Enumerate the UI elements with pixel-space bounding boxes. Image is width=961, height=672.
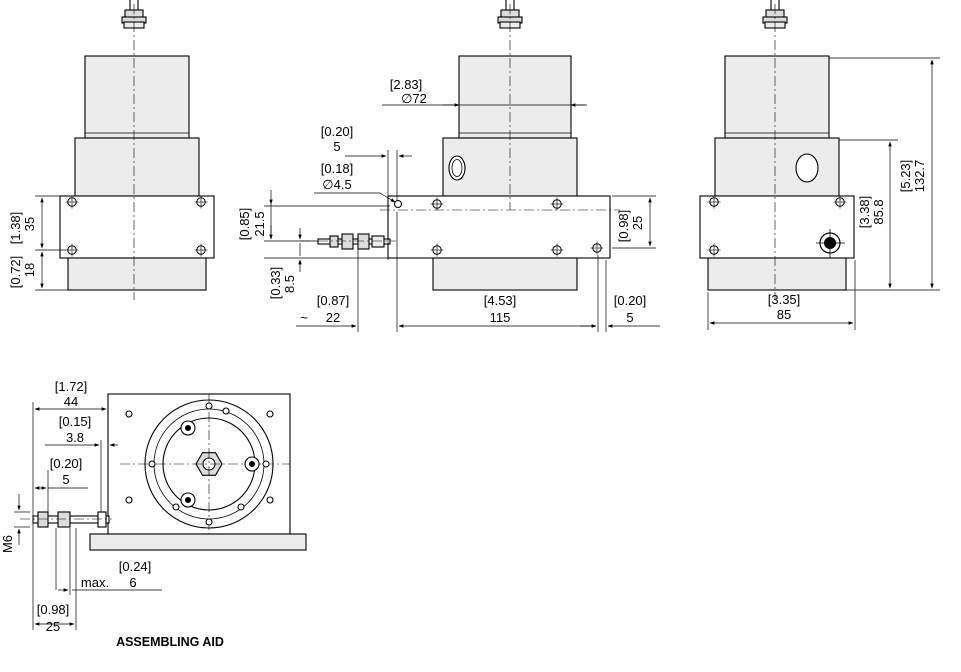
dim-85-8-inch: [3.38]: [857, 196, 872, 229]
dim-22-inch: [0.87]: [317, 293, 350, 308]
assembling-aid-caption: ASSEMBLING AID: [116, 635, 224, 649]
dim-6-prefix: max.: [81, 575, 109, 590]
dim-25-inch: [0.98]: [616, 210, 631, 243]
thread-m6-label: M6: [0, 535, 15, 553]
shaft-end-icon: [816, 229, 845, 258]
dim-22-mm: 22: [326, 310, 340, 325]
front-view: 35 [1.38] 18 [0.72]: [8, 0, 215, 300]
base-block-front: [67, 257, 207, 291]
gearbox-rear: [714, 137, 840, 197]
dim-8-5-mm: 8.5: [282, 275, 297, 293]
pin-hole-icon: [393, 199, 403, 209]
dim-44-inch: [1.72]: [55, 379, 88, 394]
dim-132-7-mm: 132.7: [912, 160, 927, 193]
approx-symbol: ~: [300, 310, 308, 325]
aid-shaft: [32, 511, 110, 528]
dim-85-8-mm: 85.8: [871, 199, 886, 224]
dim-6-mm: 6: [129, 575, 136, 590]
gearbox-front: [74, 137, 200, 197]
dim-8-5-inch: [0.33]: [268, 267, 283, 300]
dim-25-mm: 25: [46, 619, 60, 634]
dim-132-7-inch: [5.23]: [898, 160, 913, 193]
dim-5-mm: 5: [62, 472, 69, 487]
dim-35-mm: 35: [22, 217, 37, 231]
dim-18-inch: [0.72]: [8, 256, 23, 289]
dim-5-inch: [0.20]: [321, 124, 354, 139]
dim-85-inch: [3.35]: [768, 292, 801, 307]
dim-dia45-inch: [0.18]: [321, 161, 354, 176]
base-block-side: [432, 257, 578, 291]
side-view: [2.83] ∅72 [0.20] 5 [0.18] ∅4.5 21.5 [0.…: [237, 0, 660, 332]
motor-housing-front: [84, 55, 190, 139]
dim-44-mm: 44: [64, 394, 78, 409]
dim-3-8-mm: 3.8: [66, 430, 84, 445]
dim-85-mm: 85: [777, 307, 791, 322]
mounting-plate-side: [387, 195, 611, 259]
dim-dia72-mm: ∅72: [401, 91, 427, 106]
assembling-aid-view: [1.72] 44 [0.15] 3.8 [0.20] 5 M6 [0.24] …: [0, 379, 307, 649]
dim-6-inch: [0.24]: [119, 559, 152, 574]
aid-base-rail: [89, 533, 307, 551]
mounting-plate-front: [59, 195, 215, 259]
dim-5b-inch: [0.20]: [614, 293, 647, 308]
dim-21-5-inch: [0.85]: [237, 208, 252, 241]
dim-5-inch: [0.20]: [50, 456, 83, 471]
dim-dia72-inch: [2.83]: [390, 77, 423, 92]
base-block-rear: [707, 257, 847, 291]
dim-25-mm: 25: [630, 216, 645, 230]
motor-housing-side: [458, 55, 572, 139]
dim-18-mm: 18: [22, 263, 37, 277]
dim-dia45-mm: ∅4.5: [322, 177, 351, 192]
dim-115-inch: [4.53]: [484, 293, 517, 308]
drive-shaft: [317, 233, 391, 250]
motor-housing-rear: [724, 55, 830, 139]
dim-35-inch: [1.38]: [8, 212, 23, 245]
rear-view: 85.8 [3.38] 132.7 [5.23] [3.35] 85: [699, 0, 940, 330]
dim-3-8-inch: [0.15]: [59, 414, 92, 429]
dim-21-5-mm: 21.5: [252, 211, 267, 236]
dim-25-inch: [0.98]: [37, 602, 70, 617]
dim-115-mm: 115: [490, 310, 511, 325]
dim-5-mm: 5: [333, 139, 340, 154]
dim-5b-mm: 5: [626, 310, 633, 325]
rear-port-icon: [795, 153, 819, 183]
